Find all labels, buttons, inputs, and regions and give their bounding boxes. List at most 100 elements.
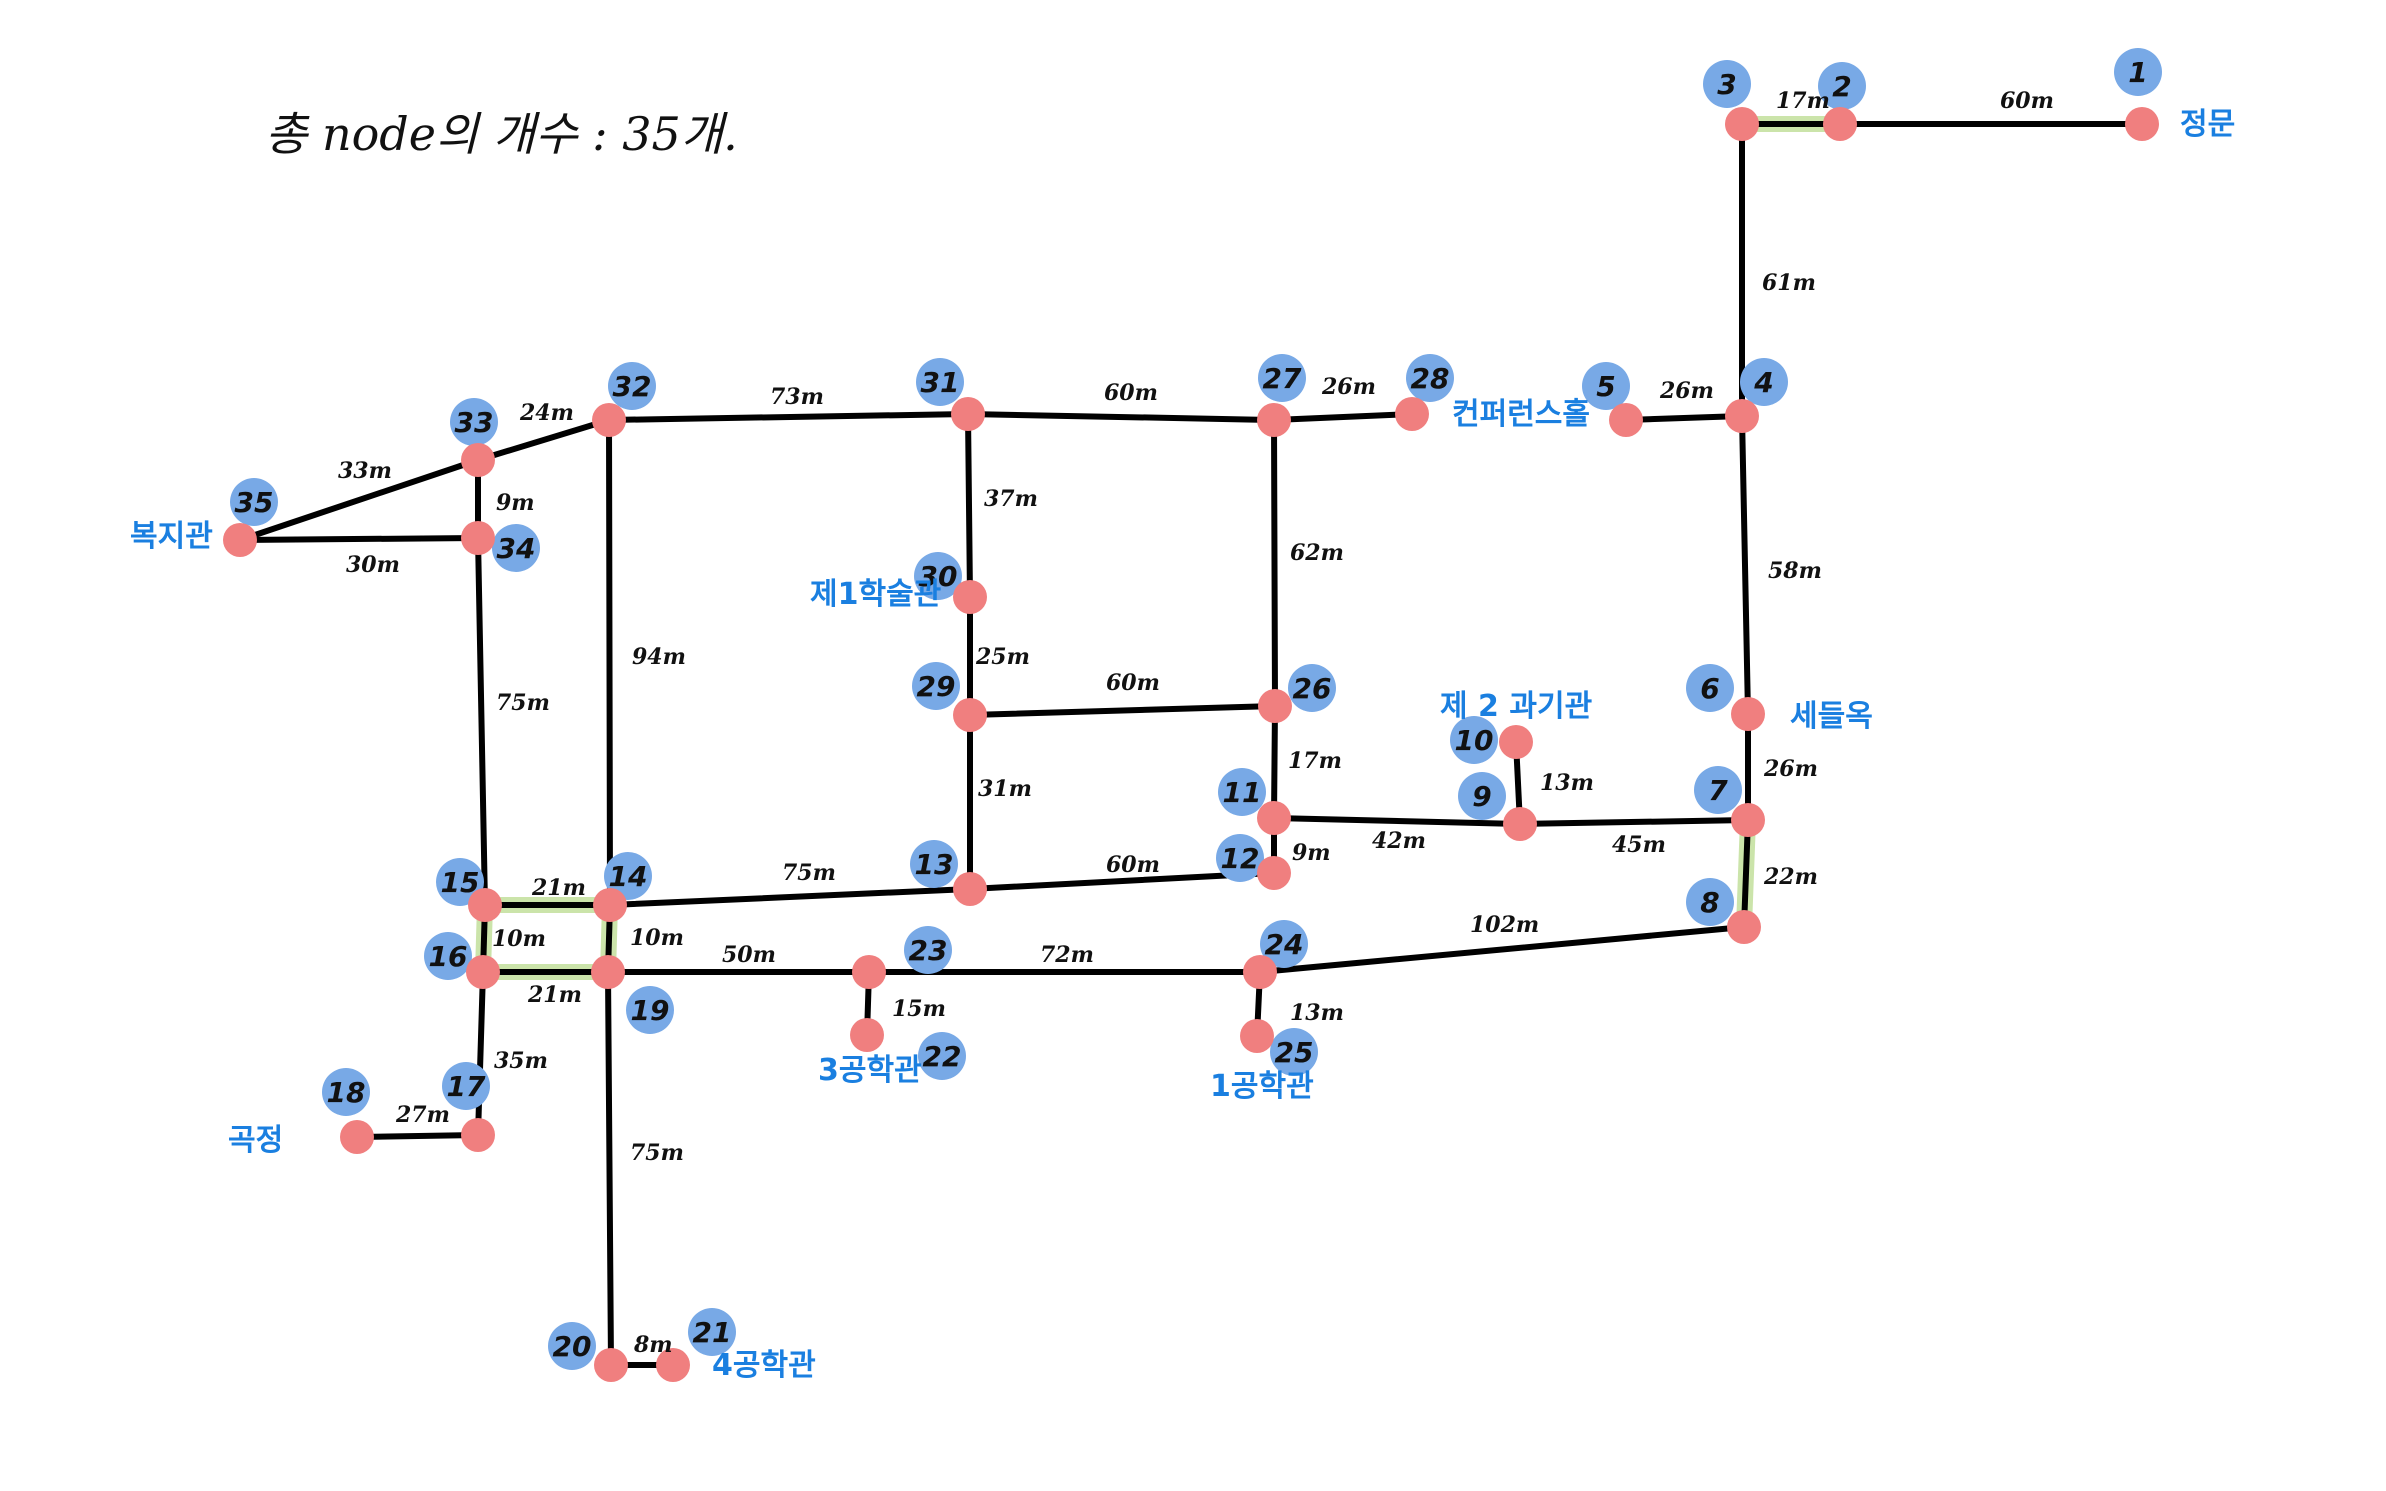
- node-16[interactable]: [466, 955, 500, 989]
- edge-length-label: 45m: [1612, 832, 1666, 858]
- node-number-label: 10: [1455, 724, 1494, 757]
- edge-length-label: 50m: [722, 942, 776, 968]
- node-badge-19: [626, 986, 674, 1034]
- node-3[interactable]: [1725, 107, 1759, 141]
- node-badge-7: [1694, 766, 1742, 814]
- node-5[interactable]: [1609, 403, 1643, 437]
- node-34[interactable]: [461, 521, 495, 555]
- edge-length-label: 73m: [770, 384, 824, 410]
- node-number-label: 29: [917, 670, 956, 703]
- place-label-1: 정문: [2180, 107, 2235, 142]
- edge-length-label: 10m: [492, 926, 546, 952]
- node-8[interactable]: [1727, 910, 1761, 944]
- node-14[interactable]: [593, 888, 627, 922]
- edge-7-8: [1741, 817, 1751, 930]
- edge-length-label: 26m: [1659, 378, 1714, 404]
- node-number-label: 4: [1753, 366, 1773, 399]
- node-7[interactable]: [1731, 803, 1765, 837]
- edge-length-label: 60m: [1106, 852, 1160, 878]
- node-35[interactable]: [223, 523, 257, 557]
- node-number-label: 11: [1223, 776, 1262, 809]
- node-number-label: 2: [1832, 70, 1851, 103]
- edge-length-label: 8m: [633, 1332, 673, 1358]
- edge-27-28: [1271, 411, 1415, 423]
- node-24[interactable]: [1243, 955, 1277, 989]
- edge-length-label: 58m: [1768, 558, 1822, 584]
- edge-7-9: [1517, 817, 1751, 827]
- node-4[interactable]: [1725, 399, 1759, 433]
- node-9[interactable]: [1503, 807, 1537, 841]
- edge-31-32: [606, 411, 971, 423]
- node-25[interactable]: [1240, 1019, 1274, 1053]
- node-27[interactable]: [1257, 403, 1291, 437]
- node-number-label: 30: [919, 560, 958, 593]
- edge-length-label: 75m: [630, 1140, 684, 1166]
- node-12[interactable]: [1257, 856, 1291, 890]
- node-badge-6: [1686, 664, 1734, 712]
- node-30[interactable]: [953, 580, 987, 614]
- node-28[interactable]: [1395, 397, 1429, 431]
- edge-length-label: 21m: [531, 875, 586, 901]
- node-badge-33: [450, 398, 498, 446]
- node-29[interactable]: [953, 698, 987, 732]
- node-19[interactable]: [591, 955, 625, 989]
- node-badge-24: [1260, 920, 1308, 968]
- edge-length-label: 17m: [1776, 88, 1830, 114]
- node-badge-3: [1703, 60, 1751, 108]
- node-number-label: 26: [1293, 672, 1332, 705]
- node-11[interactable]: [1257, 801, 1291, 835]
- edge-length-label: 26m: [1763, 756, 1818, 782]
- node-32[interactable]: [592, 403, 626, 437]
- edge-27-31: [965, 411, 1277, 423]
- node-number-label: 16: [429, 940, 468, 973]
- edge-length-label: 61m: [1762, 270, 1816, 296]
- edge-length-label: 72m: [1040, 942, 1094, 968]
- node-20[interactable]: [594, 1348, 628, 1382]
- node-number-label: 21: [693, 1316, 732, 1349]
- node-number-label: 27: [1263, 362, 1302, 395]
- place-label-30: 제1학술관: [810, 577, 941, 612]
- edge-15-34: [475, 535, 488, 908]
- node-number-label: 5: [1596, 370, 1615, 403]
- node-6[interactable]: [1731, 697, 1765, 731]
- node-number-label: 28: [1411, 362, 1450, 395]
- node-badge-13: [910, 840, 958, 888]
- place-label-28: 컨퍼런스홀: [1452, 397, 1590, 432]
- node-33[interactable]: [461, 443, 495, 477]
- place-label-21: 4공학관: [712, 1348, 816, 1383]
- edge-30-31: [965, 411, 973, 600]
- node-2[interactable]: [1823, 107, 1857, 141]
- node-31[interactable]: [951, 397, 985, 431]
- edge-24-8: [1257, 924, 1747, 975]
- node-number-label: 1: [2128, 56, 2147, 89]
- edge-4-6: [1739, 413, 1751, 717]
- node-badge-18: [322, 1068, 370, 1116]
- node-26[interactable]: [1258, 689, 1292, 723]
- node-22[interactable]: [850, 1018, 884, 1052]
- node-23[interactable]: [852, 955, 886, 989]
- edge-length-label: 31m: [978, 776, 1032, 802]
- node-layer: [223, 48, 2162, 1382]
- edge-length-label: 10m: [630, 925, 684, 951]
- edge-length-label: 15m: [892, 996, 946, 1022]
- node-badge-35: [230, 478, 278, 526]
- node-17[interactable]: [461, 1118, 495, 1152]
- node-number-label: 22: [923, 1040, 962, 1073]
- node-21[interactable]: [656, 1348, 690, 1382]
- edge-length-label: 75m: [782, 860, 836, 886]
- node-number-label: 34: [497, 532, 536, 565]
- node-number-label: 25: [1275, 1036, 1314, 1069]
- node-1[interactable]: [2125, 107, 2159, 141]
- node-13[interactable]: [953, 872, 987, 906]
- edge-length-label: 33m: [338, 458, 392, 484]
- node-badge-9: [1458, 772, 1506, 820]
- edge-19-20: [605, 969, 614, 1368]
- edge-33-35: [237, 457, 481, 543]
- node-15[interactable]: [468, 888, 502, 922]
- node-18[interactable]: [340, 1120, 374, 1154]
- label-layer: 60m17m61m26m58m26m22m45m13m42m9m17m60m75…: [130, 56, 2235, 1383]
- edge-length-label: 75m: [496, 690, 550, 716]
- node-badge-1: [2114, 48, 2162, 96]
- node-10[interactable]: [1499, 725, 1533, 759]
- node-number-label: 9: [1472, 780, 1491, 813]
